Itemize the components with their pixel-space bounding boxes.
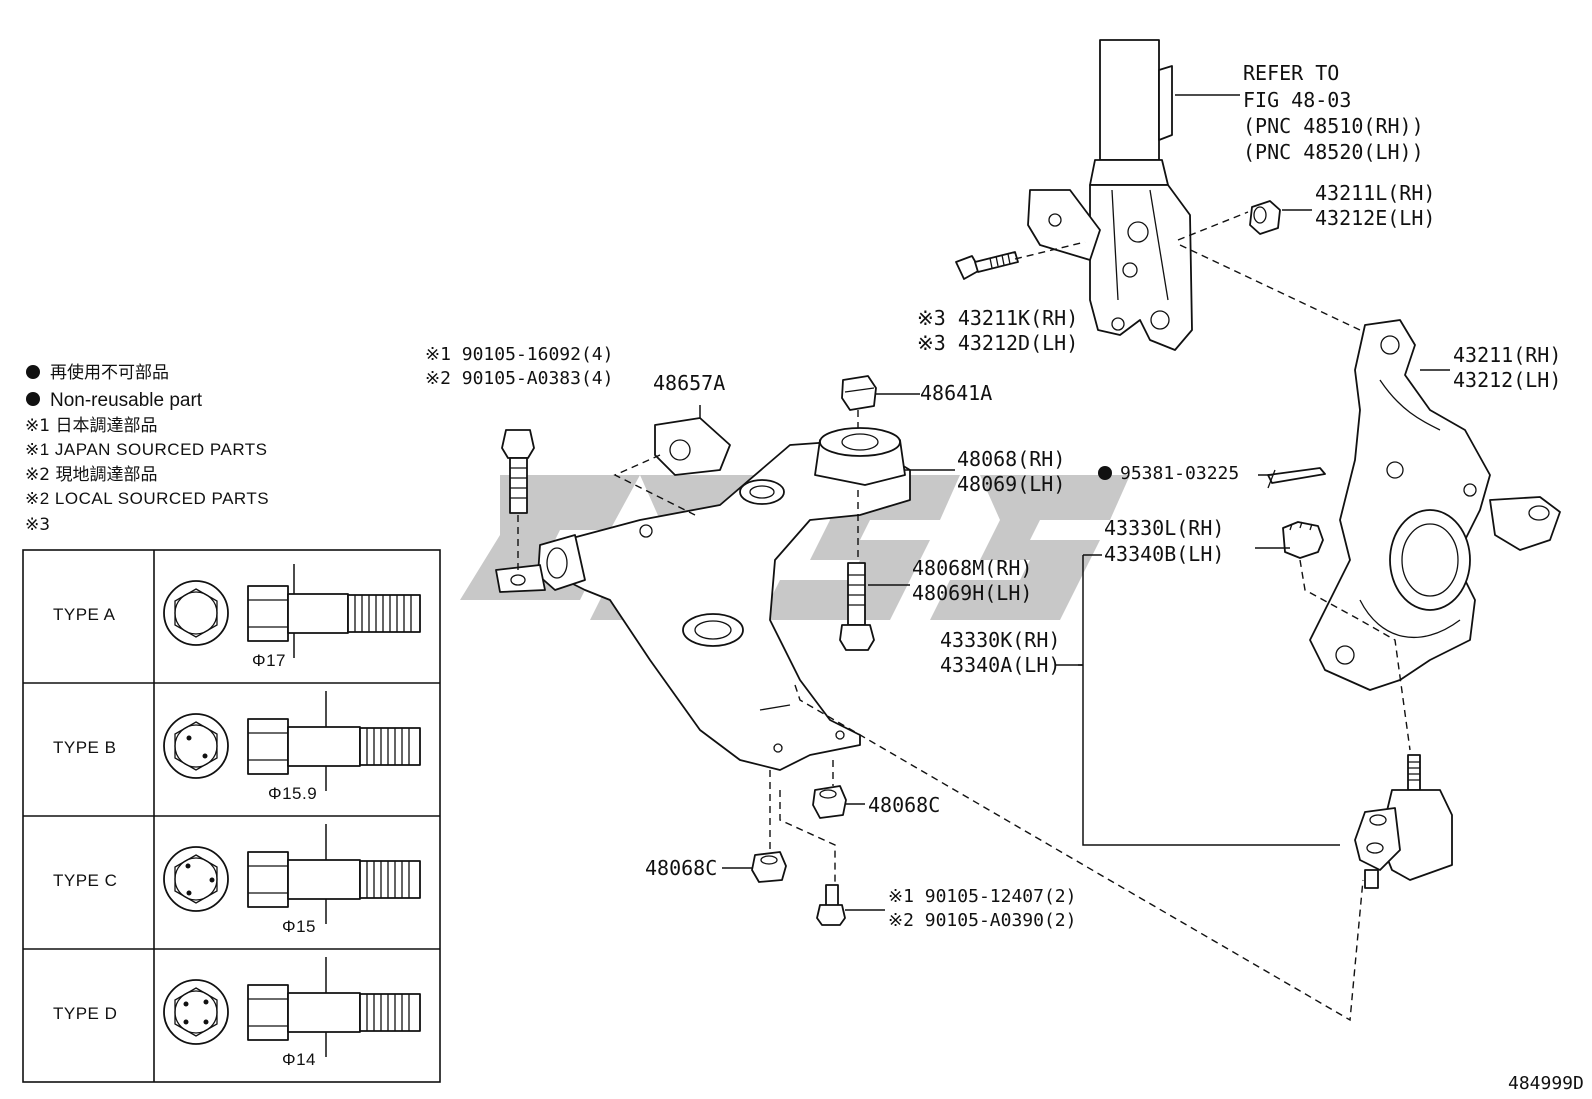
bolt-type-table: TYPE A Φ17 TYPE B xyxy=(22,549,441,1083)
type-label: TYPE A xyxy=(53,605,116,624)
callout-part-number: 48068C xyxy=(868,793,940,817)
callout-part-number: 48641A xyxy=(920,381,992,405)
ball-joint xyxy=(1354,754,1453,889)
callout-refer: (PNC 48510(RH)) xyxy=(1243,114,1424,138)
small-bolt xyxy=(816,884,846,926)
legend-note2-jp: ※2 現地調達部品 xyxy=(25,465,157,485)
type-label: TYPE D xyxy=(53,1004,117,1023)
nut-48641a xyxy=(841,375,877,411)
type-label: TYPE C xyxy=(53,871,117,890)
bracket-48657a xyxy=(654,417,731,476)
type-diameter: Φ17 xyxy=(252,651,286,670)
nut-48068c-left xyxy=(751,851,787,883)
bolt-side-icon xyxy=(247,957,421,1057)
legend-note1-en: ※1 JAPAN SOURCED PARTS xyxy=(25,440,268,459)
callout-part-number: 48657A xyxy=(653,371,725,395)
legend-nonreusable-en: Non-reusable part xyxy=(50,390,203,411)
callout-part-number: 43211L(RH) xyxy=(1315,181,1435,205)
bolt-side-icon xyxy=(247,691,421,791)
hex-head-icon xyxy=(163,846,229,912)
filled-circle-icon xyxy=(1098,466,1112,480)
callout-part-number: ※3 43211K(RH) xyxy=(917,306,1078,330)
callout-part-number: 43212(LH) xyxy=(1453,368,1561,392)
legend-note1-jp: ※1 日本調達部品 xyxy=(25,416,157,436)
legend-nonreusable-jp: 再使用不可部品 xyxy=(50,362,169,383)
bolt-side-icon xyxy=(247,824,421,924)
callout-part-number: ※2 90105-A0383(4) xyxy=(425,368,613,389)
callout-part-number: 48068C xyxy=(645,856,717,880)
callout-part-number: 43211(RH) xyxy=(1453,343,1561,367)
type-diameter: Φ15 xyxy=(282,917,316,936)
hex-head-icon xyxy=(163,713,229,779)
type-row-c: TYPE C Φ15 xyxy=(53,824,421,936)
hex-head-icon xyxy=(163,580,229,646)
bolt-side-icon xyxy=(247,564,421,658)
type-row-d: TYPE D Φ14 xyxy=(53,957,421,1069)
callout-refer: FIG 48-03 xyxy=(1243,88,1351,112)
type-diameter: Φ14 xyxy=(282,1050,316,1069)
type-row-a: TYPE A Φ17 xyxy=(53,564,421,670)
nut-48068c-right xyxy=(812,785,847,819)
callout-part-number: ※2 90105-A0390(2) xyxy=(888,910,1076,931)
filled-circle-icon xyxy=(26,392,40,406)
type-label: TYPE B xyxy=(53,738,116,757)
strut-bolt xyxy=(955,251,1019,280)
leader-lines xyxy=(699,94,1450,911)
callout-part-number: 48068(RH) xyxy=(957,447,1065,471)
legend-note3: ※3 xyxy=(25,515,50,535)
bushing-bolt xyxy=(839,562,875,651)
callout-part-number: 43340A(LH) xyxy=(940,653,1060,677)
type-diameter: Φ15.9 xyxy=(268,784,317,803)
arm-bolt xyxy=(501,429,535,514)
strut-assembly xyxy=(1027,39,1193,351)
callout-part-number: 48069H(LH) xyxy=(912,581,1032,605)
type-row-b: TYPE B Φ15.9 xyxy=(53,691,421,803)
callout-part-number: ※1 90105-12407(2) xyxy=(888,886,1076,907)
cotter-pin xyxy=(1267,467,1326,489)
callout-refer: (PNC 48520(LH)) xyxy=(1243,140,1424,164)
assembly-lines xyxy=(517,211,1411,1022)
steering-knuckle xyxy=(1309,319,1561,691)
callout-labels: REFER TO FIG 48-03 (PNC 48510(RH)) (PNC … xyxy=(425,61,1584,1094)
figure-number: 484999D xyxy=(1508,1073,1584,1094)
legend: 再使用不可部品 Non-reusable part ※1 日本調達部品 ※1 J… xyxy=(25,362,269,535)
callout-part-number: 43330L(RH) xyxy=(1104,516,1224,540)
hex-head-icon xyxy=(163,979,229,1045)
callout-part-number: 43212E(LH) xyxy=(1315,206,1435,230)
callout-part-number: 48068M(RH) xyxy=(912,556,1032,580)
callout-part-number: 95381-03225 xyxy=(1120,463,1239,484)
legend-note2-en: ※2 LOCAL SOURCED PARTS xyxy=(25,489,269,508)
callout-refer: REFER TO xyxy=(1243,61,1339,85)
callout-part-number: 43330K(RH) xyxy=(940,628,1060,652)
lower-control-arm xyxy=(495,427,911,771)
callout-part-number: 48069(LH) xyxy=(957,472,1065,496)
castle-nut xyxy=(1282,521,1324,559)
callout-part-number: ※3 43212D(LH) xyxy=(917,331,1078,355)
filled-circle-icon xyxy=(26,365,40,379)
strut-nut xyxy=(1249,200,1281,235)
callout-part-number: ※1 90105-16092(4) xyxy=(425,344,613,365)
callout-part-number: 43340B(LH) xyxy=(1104,542,1224,566)
